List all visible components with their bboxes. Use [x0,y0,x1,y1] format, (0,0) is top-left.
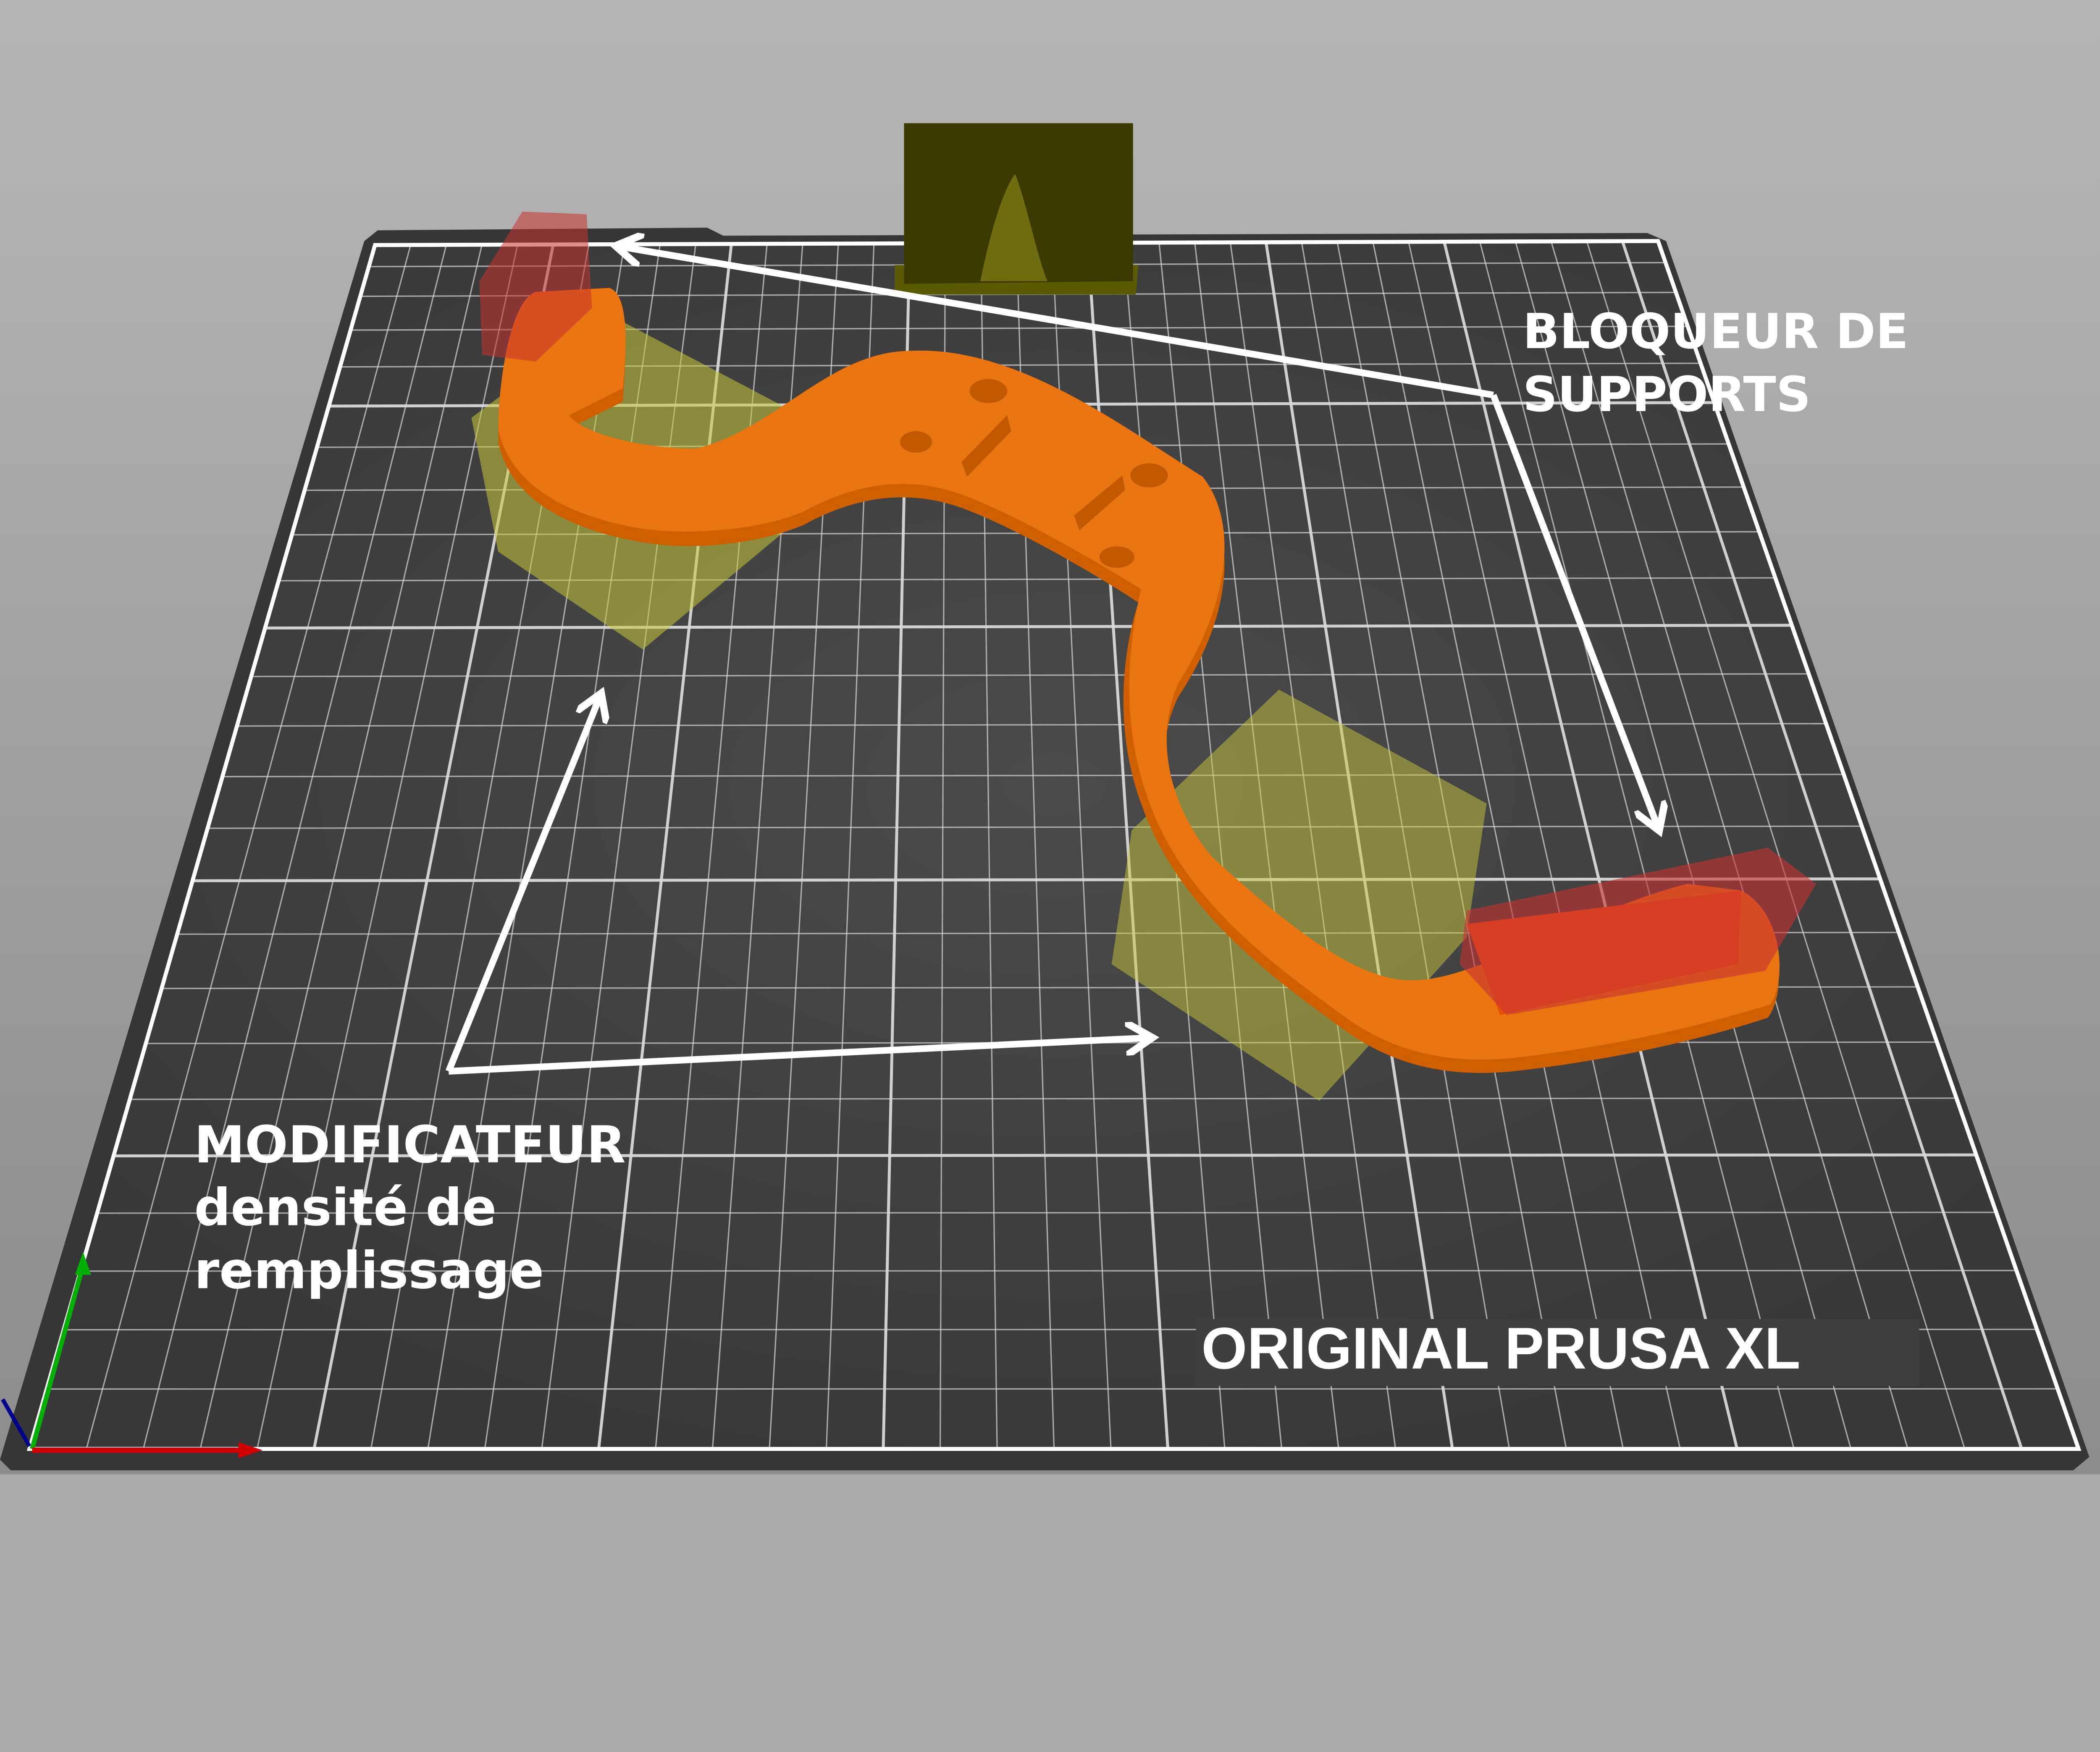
grid-column-line [256,244,518,1449]
grid-column-line [86,244,412,1449]
grid-column-line [1372,241,1624,1449]
grid-row-line [251,673,1809,677]
grid-row-line [80,1269,2017,1272]
grid-row-line [192,877,1880,882]
bed-logo-backdrop [1196,1319,1919,1386]
grid-column-line [1408,241,1681,1449]
grid-row-line [265,624,1792,629]
modifier-label-line3: remplissage [194,1241,544,1301]
grid-row-line [97,1212,1996,1214]
modifier-label-line1: MODIFICATEUR [194,1115,625,1175]
grid-row-line [130,1097,1957,1100]
grid-row-line [222,774,1844,777]
grid-row-line [113,1153,1977,1157]
grid-column-line [1586,241,1966,1449]
modifier-callout-arrows [445,696,1149,1075]
support-blocker-label-line2: SUPPORTS [1523,367,1811,423]
3d-viewport[interactable]: BLOQUEUR DE SUPPORTS MODIFICATEUR densit… [0,0,2100,1474]
printer-bed-logo: ORIGINAL PRUSA XL [1201,1315,1800,1381]
grid-row-line [207,825,1862,829]
grid-column-line [1550,241,1908,1449]
support-blocker-right [1460,847,1816,1015]
grid-column-line [142,244,447,1449]
support-blocker-left [479,211,592,362]
support-blocker-callout-arrows [619,247,1658,828]
support-blocker-label-line1: BLOQUEUR DE [1523,304,1909,360]
axis-gizmo-icon [1,1252,263,1458]
grid-column-line [1515,241,1852,1449]
wipe-tower [895,123,1139,295]
grid-column-line [1621,241,2023,1450]
grid-column-line [1443,241,1739,1450]
grid-row-line [278,577,1775,582]
grid-row-line [237,723,1826,727]
grid-column-line [200,244,483,1449]
grid-column-line [1479,241,1795,1449]
modifier-label-line2: densité de [194,1178,496,1238]
